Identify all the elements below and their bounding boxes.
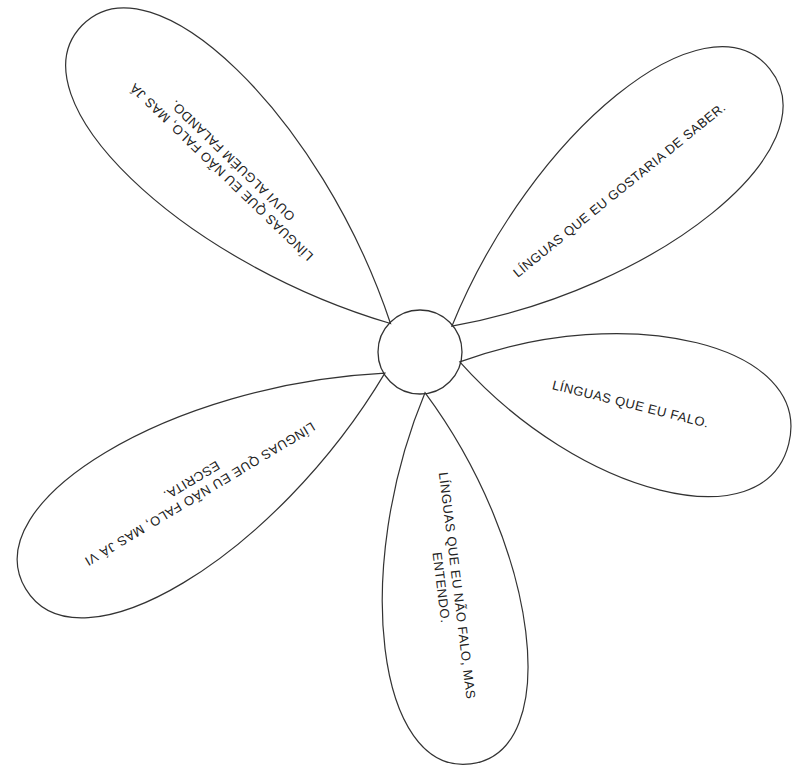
petal-label: LÍNGUAS QUE EU GOSTARIA DE SABER.: [510, 99, 730, 281]
petal-label: LÍNGUAS QUE EU NÃO FALO, MAS JÁ VI ESCRI…: [69, 402, 322, 572]
petal-label: LÍNGUAS QUE EU FALO.: [518, 369, 743, 440]
petal-outline-path: [441, 288, 805, 517]
petal: LÍNGUAS QUE EU NÃO FALO, MAS JÁ OUVI ALG…: [30, 0, 472, 406]
petal: LÍNGUAS QUE EU FALO.: [402, 279, 805, 516]
petal-outline-path: [29, 0, 443, 378]
petal-outline-path: [404, 10, 805, 385]
petal-outline-path: [0, 308, 424, 654]
petal: LÍNGUAS QUE EU GOSTARIA DE SABER.: [373, 11, 805, 411]
petal: LÍNGUAS QUE EU NÃO FALO, MAS JÁ VI ESCRI…: [0, 288, 459, 653]
petal-label: LÍNGUAS QUE EU NÃO FALO, MAS JÁ OUVI ALG…: [115, 56, 340, 275]
petal: LÍNGUAS QUE EU NÃO FALO, MAS ENTENDO.: [351, 343, 541, 772]
petal-outline-path: [355, 384, 541, 772]
petal-label: LÍNGUAS QUE EU NÃO FALO, MAS ENTENDO.: [418, 461, 480, 712]
